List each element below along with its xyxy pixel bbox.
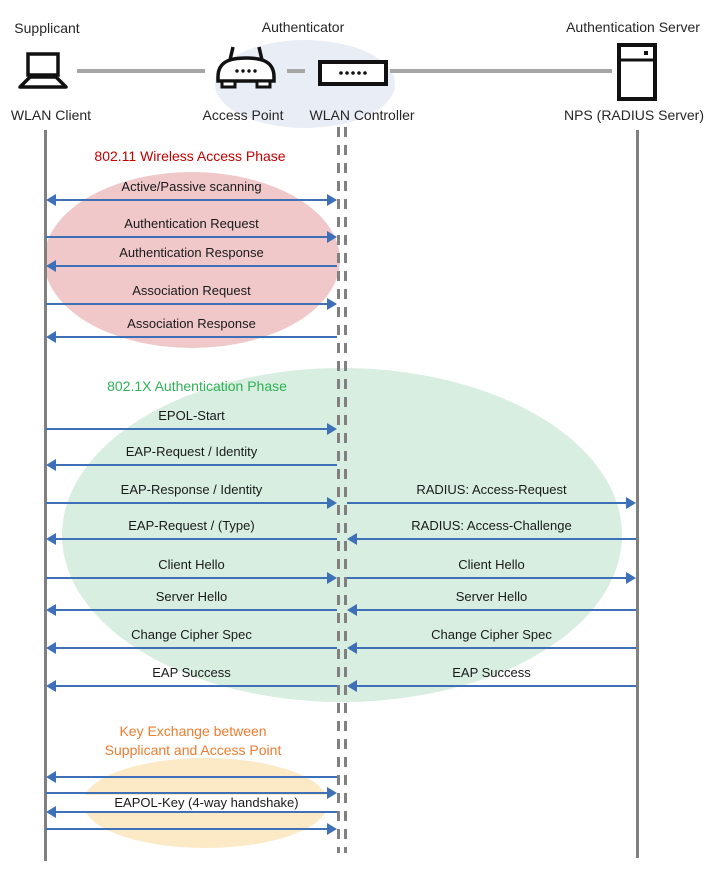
message-arrow-left: [46, 533, 337, 545]
arrowhead-right: [327, 423, 337, 435]
arrowhead-right: [327, 194, 337, 206]
message-label: Association Request: [132, 283, 251, 298]
arrowhead-right: [626, 497, 636, 509]
arrowhead-right: [327, 823, 337, 835]
message-label: EAP-Request / Identity: [125, 444, 258, 459]
arrowhead-left: [46, 459, 56, 471]
message-arrow-right: [46, 231, 337, 243]
message-arrow-left: [347, 642, 636, 654]
arrowhead-right: [327, 231, 337, 243]
header-connector-line: [390, 69, 612, 73]
device-label-access-point: Access Point: [202, 107, 284, 123]
access-point-icon: [213, 44, 279, 101]
message-arrow-left: [46, 260, 337, 272]
arrowhead-left: [347, 680, 357, 692]
lifeline-authenticator-dash-right: [344, 127, 347, 853]
arrowhead-left: [347, 642, 357, 654]
message-label: EPOL-Start: [158, 408, 225, 423]
arrowhead-left: [46, 771, 56, 783]
server-icon: [617, 43, 657, 106]
message-label: Client Hello: [158, 557, 225, 572]
message-label: RADIUS: Access-Challenge: [411, 518, 572, 533]
arrowhead-left: [347, 604, 357, 616]
message-arrow-left: [347, 604, 636, 616]
device-label-wlan-controller: WLAN Controller: [309, 107, 415, 123]
arrowhead-right: [626, 572, 636, 584]
message-label: EAP-Request / (Type): [128, 518, 255, 533]
phase-title-80211-wireless-access: 802.11 Wireless Access Phase: [94, 148, 286, 164]
message-label: EAP-Response / Identity: [120, 482, 263, 497]
message-label: Authentication Response: [119, 245, 264, 260]
message-label: Authentication Request: [124, 216, 259, 231]
message-arrow-right: [347, 497, 636, 509]
message-arrow-right: [46, 572, 337, 584]
message-label: RADIUS: Access-Request: [416, 482, 567, 497]
wireless-access-phase-ellipse: [44, 172, 340, 348]
arrowhead-left: [46, 260, 56, 272]
message-arrow-right: [46, 423, 337, 435]
lifeline-supplicant: [44, 130, 47, 861]
message-arrow-left: [46, 680, 337, 692]
arrowhead-left: [347, 533, 357, 545]
header-connector-dash: [287, 69, 305, 73]
device-label-nps-radius-server: NPS (RADIUS Server): [563, 107, 705, 123]
role-label-authentication-server: Authentication Server: [566, 19, 700, 35]
laptop-icon: [13, 52, 75, 97]
phase-title-key-exchange: Key Exchange between Supplicant and Acce…: [104, 723, 282, 758]
arrowhead-right: [327, 572, 337, 584]
message-arrow-left: [46, 806, 337, 818]
message-label: Active/Passive scanning: [121, 179, 262, 194]
device-label-wlan-client: WLAN Client: [10, 107, 92, 123]
arrowhead-left: [46, 642, 56, 654]
lifeline-authenticator-dash-left: [337, 127, 340, 853]
message-arrow-left: [347, 533, 636, 545]
message-arrow-left: [46, 642, 337, 654]
message-label: Client Hello: [458, 557, 525, 572]
arrowhead-left: [46, 194, 56, 206]
message-arrow-right: [347, 572, 636, 584]
message-arrow-right: [46, 787, 337, 799]
arrowhead-left: [46, 533, 56, 545]
message-label: EAP Success: [452, 665, 531, 680]
phase-title-8021x-authentication: 802.1X Authentication Phase: [107, 378, 287, 394]
arrowhead-left: [46, 331, 56, 343]
role-label-supplicant: Supplicant: [14, 20, 80, 36]
message-label: Change Cipher Spec: [131, 627, 252, 642]
message-arrow-left: [347, 680, 636, 692]
arrowhead-right: [327, 787, 337, 799]
message-arrow-both: [46, 194, 337, 206]
message-arrow-left: [46, 331, 337, 343]
authentication-phase-ellipse: [62, 368, 622, 702]
arrowhead-left: [46, 680, 56, 692]
arrowhead-left: [46, 604, 56, 616]
arrowhead-right: [327, 298, 337, 310]
message-label: Association Response: [127, 316, 256, 331]
message-arrow-left: [46, 604, 337, 616]
wlan-controller-icon: [318, 60, 388, 91]
message-arrow-right: [46, 823, 337, 835]
message-arrow-right: [46, 298, 337, 310]
eapol-key-label: EAPOL-Key (4-way handshake): [83, 795, 330, 811]
lifeline-radius-server: [636, 130, 639, 858]
message-label: Change Cipher Spec: [431, 627, 552, 642]
message-arrow-left: [46, 771, 337, 783]
message-label: Server Hello: [155, 589, 228, 604]
message-label: EAP Success: [152, 665, 231, 680]
message-arrow-left: [46, 459, 337, 471]
header-connector-line: [77, 69, 205, 73]
arrowhead-left: [46, 806, 56, 818]
message-label: Server Hello: [455, 589, 528, 604]
message-arrow-right: [46, 497, 337, 509]
arrowhead-right: [327, 497, 337, 509]
role-label-authenticator: Authenticator: [261, 19, 345, 35]
